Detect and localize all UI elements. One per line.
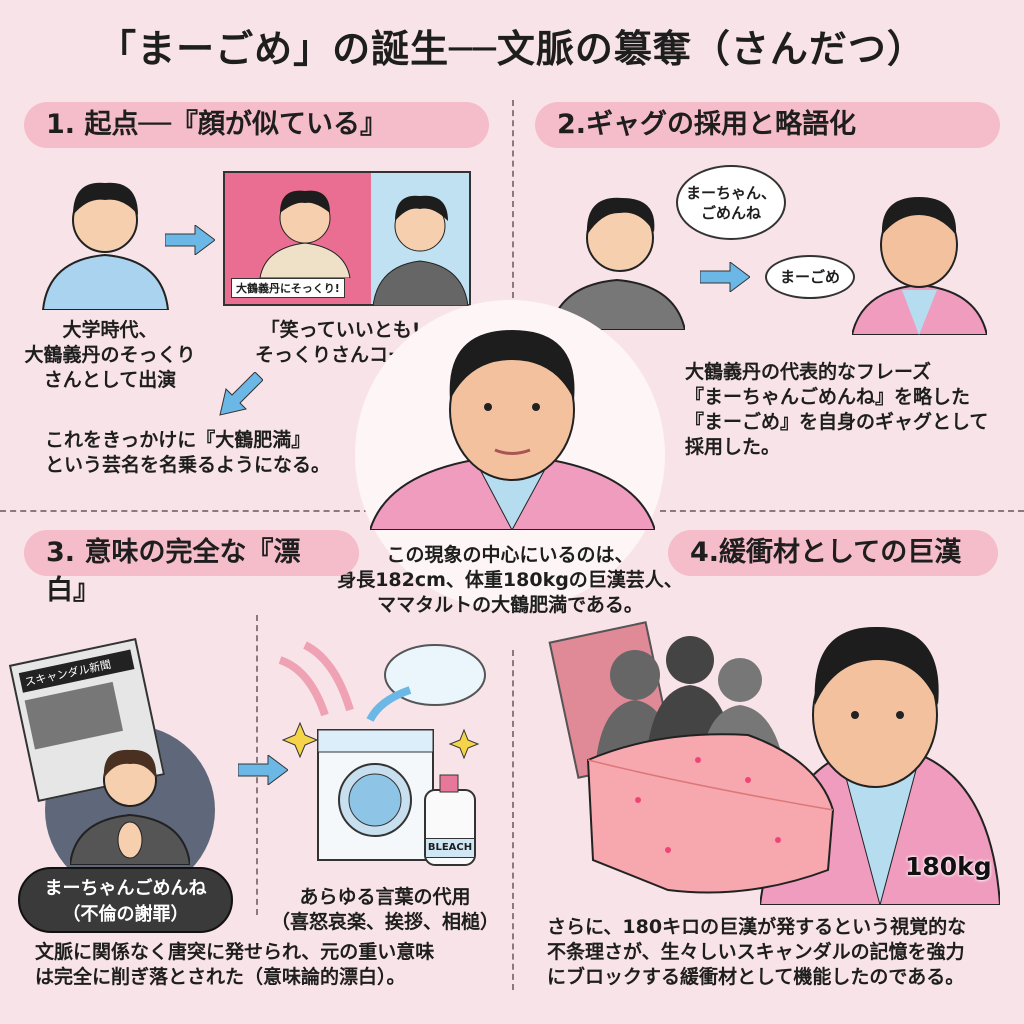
section1-left-caption: 大学時代、大鶴義丹のそっくりさんとして出演 xyxy=(24,319,196,391)
original-panel xyxy=(371,173,469,306)
center-body: この現象の中心にいるのは、身長182cm、体重180kgの巨漢芸人、ママタルトの… xyxy=(337,544,683,616)
bleach-label: BLEACH xyxy=(425,838,475,858)
section4-heading: 4.緩衝材としての巨漢 xyxy=(668,530,998,576)
apology-label: まーちゃんごめんね（不倫の謝罪） xyxy=(18,867,233,933)
section2-body: 大鶴義丹の代表的なフレーズ『まーちゃんごめんね』を略した『まーごめ』を自身のギャ… xyxy=(685,361,989,458)
comedian-small-illustration xyxy=(852,197,987,335)
section2-heading: 2.ギャグの採用と略語化 xyxy=(535,102,1000,148)
arrow-right-icon xyxy=(165,225,215,255)
cushion-sponge-illustration xyxy=(586,733,835,894)
washing-machine-illustration xyxy=(278,641,486,866)
speech-bubble: まーごめ xyxy=(765,255,855,299)
original-man-illustration xyxy=(550,197,685,330)
apologizing-man-illustration xyxy=(70,749,190,865)
divider-horizontal-right xyxy=(660,510,1024,512)
section3-body: 文脈に関係なく唐突に発せられ、元の重い意味は完全に削ぎ落とされた（意味論的漂白）… xyxy=(35,941,435,988)
washer-caption: あらゆる言葉の代用（喜怒哀楽、挨拶、相槌） xyxy=(270,886,499,933)
divider-horizontal-left xyxy=(0,510,370,512)
arrow-right-icon xyxy=(238,755,288,785)
tv-caption: 大鶴義丹にそっくり! xyxy=(231,278,345,298)
section3-heading: 3. 意味の完全な『漂白』 xyxy=(24,530,359,606)
section4-body: さらに、180キロの巨漢が発するという視覚的な不条理さが、生々しいスキャンダルの… xyxy=(547,916,967,988)
student-illustration xyxy=(41,182,170,310)
section1-heading: 1. 起点──『顔が似ている』 xyxy=(24,102,489,148)
comedian-portrait xyxy=(370,330,655,530)
newspaper-title: スキャンダル新聞 xyxy=(18,649,135,693)
arrow-right-icon xyxy=(700,262,750,292)
divider-vertical-bottom xyxy=(512,650,514,990)
arrow-down-left-icon xyxy=(219,372,263,416)
thought-bubble: まーちゃん、ごめんね xyxy=(676,165,786,240)
section1-result: これをきっかけに『大鶴肥満』という芸名を名乗るようになる。 xyxy=(45,429,331,476)
tv-screen: 大鶴義丹にそっくり! xyxy=(223,171,471,306)
page-title: 「まーごめ」の誕生──文脈の簒奪（さんだつ） xyxy=(98,27,926,71)
weight-label: 180kg xyxy=(905,852,992,881)
lookalike-panel: 大鶴義丹にそっくり! xyxy=(225,173,372,304)
